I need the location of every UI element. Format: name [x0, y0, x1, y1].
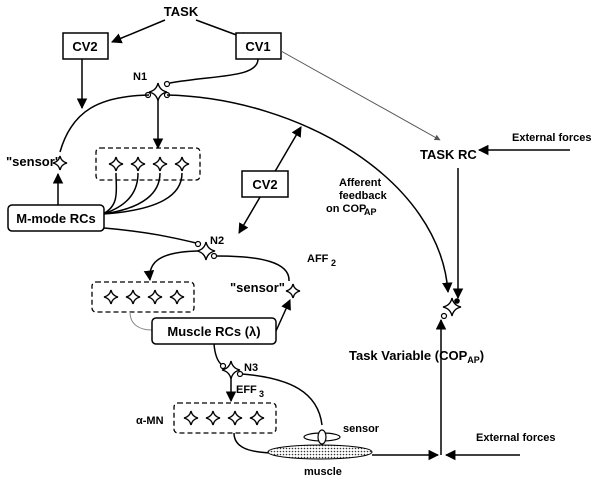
task-label: TASK	[164, 4, 199, 19]
sensor-mid-node	[285, 283, 301, 299]
sensor-bottom-label: sensor	[343, 423, 380, 435]
external-forces-bottom-label: External forces	[476, 432, 555, 444]
svg-text:on COP: on COP	[326, 203, 366, 215]
alpha-mn-star-group	[173, 402, 277, 434]
aff2-label: AFF 2	[307, 253, 336, 268]
sensor-left-label: "sensor"	[6, 154, 61, 169]
task-rc-label: TASK RC	[420, 147, 477, 162]
eff3-label: EFF 3	[236, 384, 264, 399]
task-variable-label: Task Variable (COPAP)	[349, 348, 484, 365]
cv1-box: CV1	[235, 32, 282, 60]
alpha-mn-label: α-MN	[136, 415, 164, 427]
svg-text:EFF: EFF	[236, 384, 257, 396]
cv2-top-box: CV2	[62, 32, 109, 60]
svg-text:AFF: AFF	[307, 253, 329, 265]
svg-text:Muscle RCs (λ): Muscle RCs (λ)	[167, 324, 260, 339]
sensor-mid-label: "sensor"	[230, 280, 285, 295]
external-forces-top-label: External forces	[512, 132, 591, 144]
n1-label: N1	[133, 71, 147, 83]
cv2-mid-box: CV2	[241, 170, 289, 198]
afferent-feedback-label: Afferent feedback on COP AP	[326, 177, 388, 217]
n2-label: N2	[210, 235, 224, 247]
svg-text:CV2: CV2	[72, 39, 97, 54]
svg-text:CV2: CV2	[252, 177, 277, 192]
svg-text:Afferent: Afferent	[339, 177, 382, 189]
svg-text:AP: AP	[364, 207, 377, 217]
muscle-shape	[267, 444, 373, 460]
svg-text:Task Variable (COPAP): Task Variable (COPAP)	[349, 348, 484, 365]
sensor-bottom-node	[303, 429, 341, 445]
svg-text:M-mode RCs: M-mode RCs	[16, 211, 95, 226]
n1-node	[148, 82, 168, 102]
svg-text:feedback: feedback	[339, 190, 388, 202]
muscle-label: muscle	[304, 466, 342, 478]
svg-text:CV1: CV1	[245, 39, 270, 54]
svg-text:2: 2	[331, 258, 336, 268]
n3-label: N3	[244, 362, 258, 374]
muscle-star-group	[91, 281, 195, 313]
mmode-rcs-box: M-mode RCs	[7, 204, 105, 232]
svg-text:3: 3	[259, 389, 264, 399]
mmode-star-group	[95, 147, 201, 181]
muscle-rcs-box: Muscle RCs (λ)	[151, 317, 277, 345]
